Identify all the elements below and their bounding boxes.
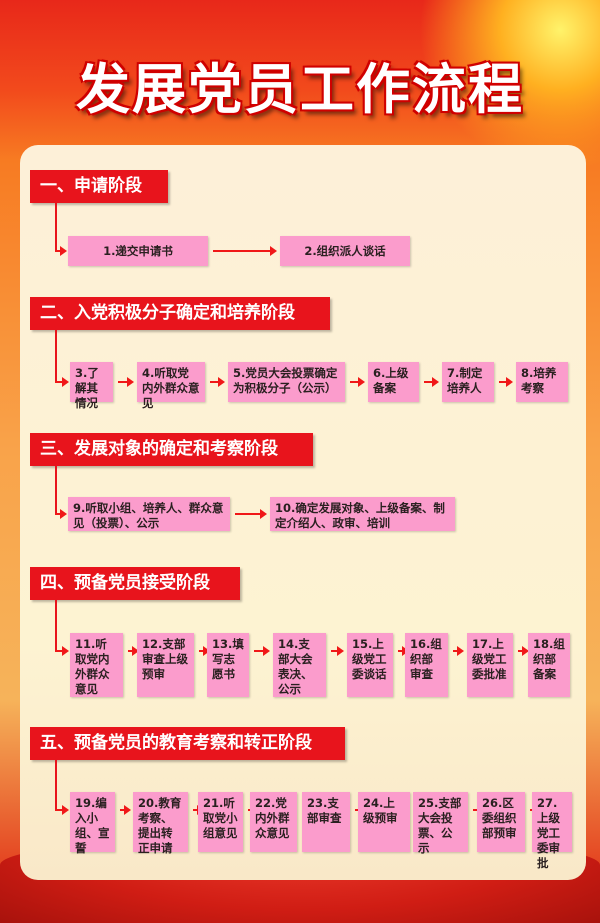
- step-box: 2.组织派人谈话: [280, 236, 410, 266]
- arrow: [453, 646, 464, 656]
- section-header: 三、发展对象的确定和考察阶段: [30, 433, 313, 466]
- connector-line: [55, 466, 57, 514]
- arrow: [254, 646, 270, 656]
- arrow: [331, 646, 344, 656]
- step-box: 16.组织部审查: [405, 633, 448, 697]
- step-box: 14.支部大会表决、公示: [273, 633, 326, 697]
- step-box: 17.上级党工委批准: [467, 633, 513, 697]
- step-box: 18.组织部备案: [528, 633, 570, 697]
- step-box: 22.党内外群众意见: [250, 792, 297, 852]
- section-header: 二、入党积极分子确定和培养阶段: [30, 297, 330, 330]
- step-box: 21.听取党小组意见: [198, 792, 243, 852]
- arrow: [398, 646, 409, 656]
- connector-line: [55, 600, 57, 651]
- step-box: 23.支部审查: [302, 792, 350, 852]
- step-box: 15.上级党工委谈话: [347, 633, 393, 697]
- arrow: [55, 246, 67, 256]
- arrow: [213, 246, 277, 256]
- step-box: 25.支部大会投票、公示: [413, 792, 468, 855]
- step-box: 8.培养考察: [516, 362, 568, 402]
- arrow: [518, 646, 529, 656]
- step-box: 10.确定发展对象、上级备案、制定介绍人、政审、培训: [270, 497, 455, 531]
- arrow: [210, 377, 225, 387]
- step-box: 12.支部审查上级预审: [137, 633, 194, 697]
- arrow: [235, 509, 267, 519]
- step-box: 27.上级党工委审批: [532, 792, 572, 870]
- step-box: 6.上级备案: [368, 362, 419, 402]
- connector-line: [55, 760, 57, 810]
- arrow: [55, 377, 69, 387]
- arrow: [499, 377, 513, 387]
- step-box: 11.听取党内外群众意见: [70, 633, 123, 697]
- step-box: 5.党员大会投票确定为积极分子（公示）: [228, 362, 345, 402]
- section-header: 五、预备党员的教育考察和转正阶段: [30, 727, 345, 760]
- connector-line: [55, 203, 57, 251]
- step-box: 7.制定培养人: [442, 362, 494, 402]
- step-box: 1.递交申请书: [68, 236, 208, 266]
- section-header: 四、预备党员接受阶段: [30, 567, 240, 600]
- connector-line: [55, 330, 57, 382]
- arrow: [199, 646, 210, 656]
- arrow: [350, 377, 365, 387]
- arrow: [424, 377, 439, 387]
- step-box: 3.了解其情况: [70, 362, 113, 410]
- step-box: 4.听取党内外群众意见: [137, 362, 205, 410]
- step-box: 13.填写志愿书: [207, 633, 249, 697]
- step-box: 19.编入小组、宣誓: [70, 792, 115, 855]
- arrow: [55, 509, 67, 519]
- arrow: [120, 805, 131, 815]
- arrow: [128, 646, 139, 656]
- step-box: 24.上级预审: [358, 792, 410, 852]
- arrow: [55, 805, 69, 815]
- arrow: [55, 646, 69, 656]
- page-title: 发展党员工作流程: [76, 58, 524, 121]
- step-box: 9.听取小组、培养人、群众意见（投票）、公示: [68, 497, 230, 531]
- section-header: 一、申请阶段: [30, 170, 168, 203]
- step-box: 26.区委组织部预审: [477, 792, 525, 852]
- step-box: 20.教育考察、提出转正申请: [133, 792, 188, 855]
- arrow: [118, 377, 134, 387]
